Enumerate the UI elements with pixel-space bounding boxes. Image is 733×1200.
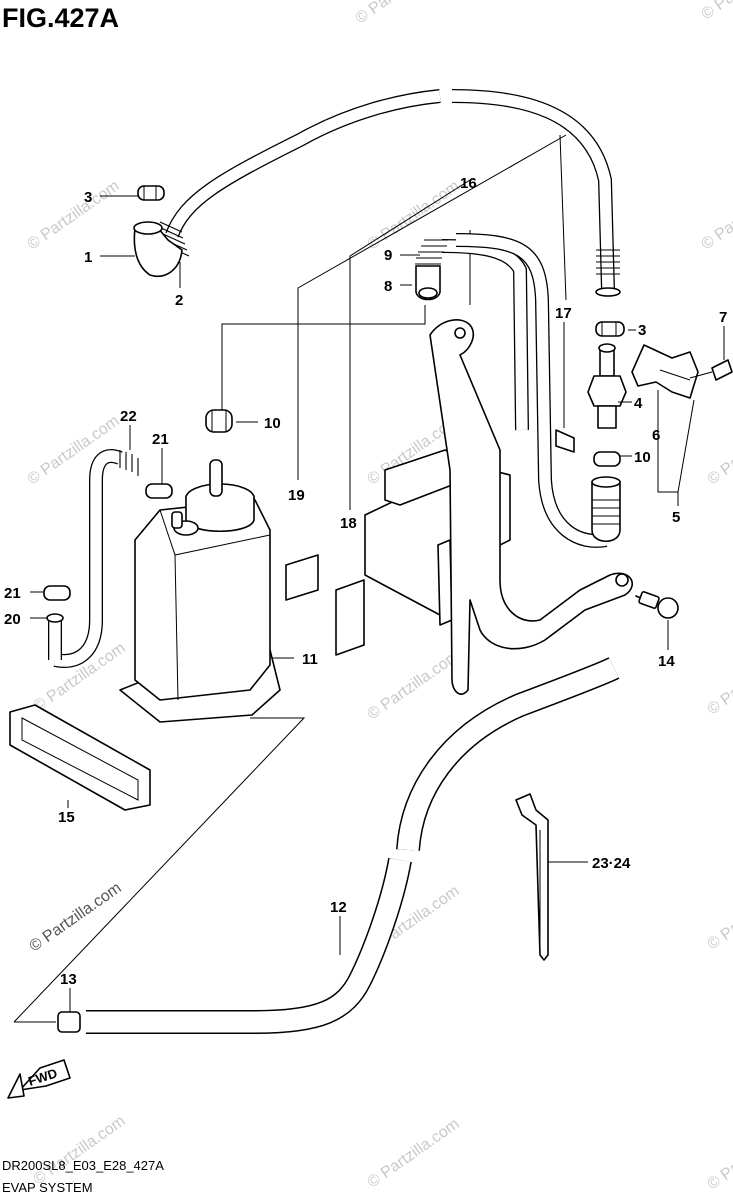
callout-21: 21 — [152, 431, 169, 448]
watermark: © Partzilla.com — [353, 0, 451, 27]
watermark-dark: © Partzilla.com — [27, 880, 125, 956]
callout-3: 3 — [84, 189, 92, 206]
callout-18: 18 — [340, 515, 357, 532]
watermark: © Partzilla.com — [705, 643, 733, 719]
hose-clip-3-right[interactable] — [595, 321, 625, 337]
elbow-joint-1[interactable] — [133, 221, 183, 277]
callout-9: 9 — [384, 247, 392, 264]
canister-11[interactable] — [119, 459, 281, 723]
joint-8[interactable] — [415, 265, 441, 301]
watermark: © Partzilla.com — [705, 1118, 733, 1194]
callout-16: 16 — [460, 175, 477, 192]
callout-11: 11 — [302, 651, 318, 668]
hose-clamp-17[interactable] — [555, 429, 575, 453]
fwd-arrow: FWD — [7, 1059, 71, 1099]
callout-14: 14 — [658, 653, 675, 670]
hose-22[interactable] — [53, 449, 139, 668]
band-15[interactable] — [9, 704, 151, 811]
callout-17: 17 — [555, 305, 572, 322]
screw-14[interactable] — [635, 591, 679, 619]
hose-2[interactable] — [159, 89, 621, 297]
system-name: EVAP SYSTEM — [2, 1180, 93, 1195]
watermark: © Partzilla.com — [365, 1116, 463, 1192]
callout-5: 5 — [672, 509, 680, 526]
bracket-frame — [364, 319, 633, 695]
callout-20: 20 — [4, 611, 21, 628]
callout-10: 10 — [264, 415, 281, 432]
hose-clip-10-right[interactable] — [593, 451, 621, 467]
callout-12: 12 — [330, 899, 347, 916]
hose-clip-21-left[interactable] — [43, 585, 71, 601]
callout-3: 3 — [638, 322, 646, 339]
leader-lines — [13, 134, 725, 1023]
callout-4: 4 — [634, 395, 643, 412]
callout-8: 8 — [384, 278, 392, 295]
callout-labels: 1 2 3 3 4 5 6 7 8 9 10 10 11 12 13 14 15… — [4, 175, 727, 988]
callout-19: 19 — [288, 487, 305, 504]
screw-7[interactable] — [689, 359, 733, 381]
figure-title: FIG.427A — [2, 3, 119, 33]
label-18 — [335, 579, 365, 656]
hose-clip-10-left[interactable] — [205, 409, 233, 433]
hose-clip-3[interactable] — [137, 185, 165, 201]
watermark: © Partzilla.com — [31, 1113, 129, 1189]
hose-clip-21-right[interactable] — [145, 483, 173, 499]
hose-end-right[interactable] — [591, 476, 621, 543]
cable-tie-23-24[interactable] — [515, 793, 549, 961]
watermark: © Partzilla.com — [25, 178, 123, 254]
callout-2: 2 — [175, 292, 183, 309]
callout-13: 13 — [60, 971, 77, 988]
watermark: © Partzilla.com — [699, 178, 733, 254]
watermark: © Partzilla.com — [699, 0, 733, 23]
bracket-5-6[interactable] — [631, 344, 699, 399]
hose-20[interactable] — [46, 613, 64, 660]
valve-4[interactable] — [587, 343, 627, 429]
callout-10: 10 — [634, 449, 651, 466]
callout-7: 7 — [719, 309, 727, 326]
callout-15: 15 — [58, 809, 75, 826]
watermark: © Partzilla.com — [365, 648, 463, 724]
callout-21: 21 — [4, 585, 21, 602]
callout-23-24: 23·24 — [592, 855, 631, 872]
callout-1: 1 — [84, 249, 92, 266]
label-19 — [285, 554, 319, 601]
watermark: © Partzilla.com — [705, 413, 733, 489]
figure-code: DR200SL8_E03_E28_427A — [2, 1158, 164, 1173]
hose-9[interactable] — [415, 233, 608, 548]
callout-22: 22 — [120, 408, 137, 425]
clip-13[interactable] — [57, 1011, 81, 1033]
watermark: © Partzilla.com — [705, 878, 733, 954]
hose-12[interactable] — [86, 657, 620, 1034]
callout-6: 6 — [652, 427, 660, 444]
